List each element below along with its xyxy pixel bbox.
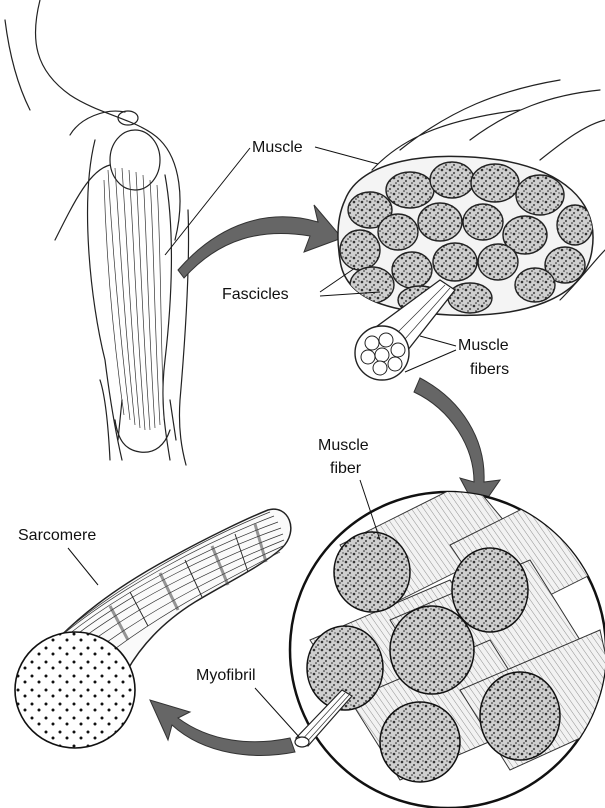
leader-fibers-2 bbox=[405, 350, 456, 372]
label-muscle-fiber-line1: Muscle bbox=[318, 437, 369, 454]
label-muscle: Muscle bbox=[252, 139, 303, 156]
label-muscle-fiber-line2: fiber bbox=[330, 460, 362, 477]
muscle-cross-section bbox=[338, 80, 605, 380]
leader-muscle-to-section bbox=[315, 147, 378, 164]
arm-illustration bbox=[5, 0, 189, 465]
leader-sarcomere bbox=[68, 548, 98, 585]
leader-fibers-1 bbox=[420, 336, 456, 346]
label-muscle-fibers-line2: fibers bbox=[470, 361, 509, 378]
leader-myofibril bbox=[255, 688, 300, 738]
label-muscle-fibers-line1: Muscle bbox=[458, 337, 509, 354]
arrow-arm-to-muscle bbox=[178, 205, 342, 278]
label-myofibril: Myofibril bbox=[196, 667, 256, 684]
label-fascicles: Fascicles bbox=[222, 286, 289, 303]
label-sarcomere: Sarcomere bbox=[18, 527, 96, 544]
sarcomere-myofibril bbox=[15, 509, 291, 748]
muscle-fiber-magnified bbox=[290, 480, 605, 808]
